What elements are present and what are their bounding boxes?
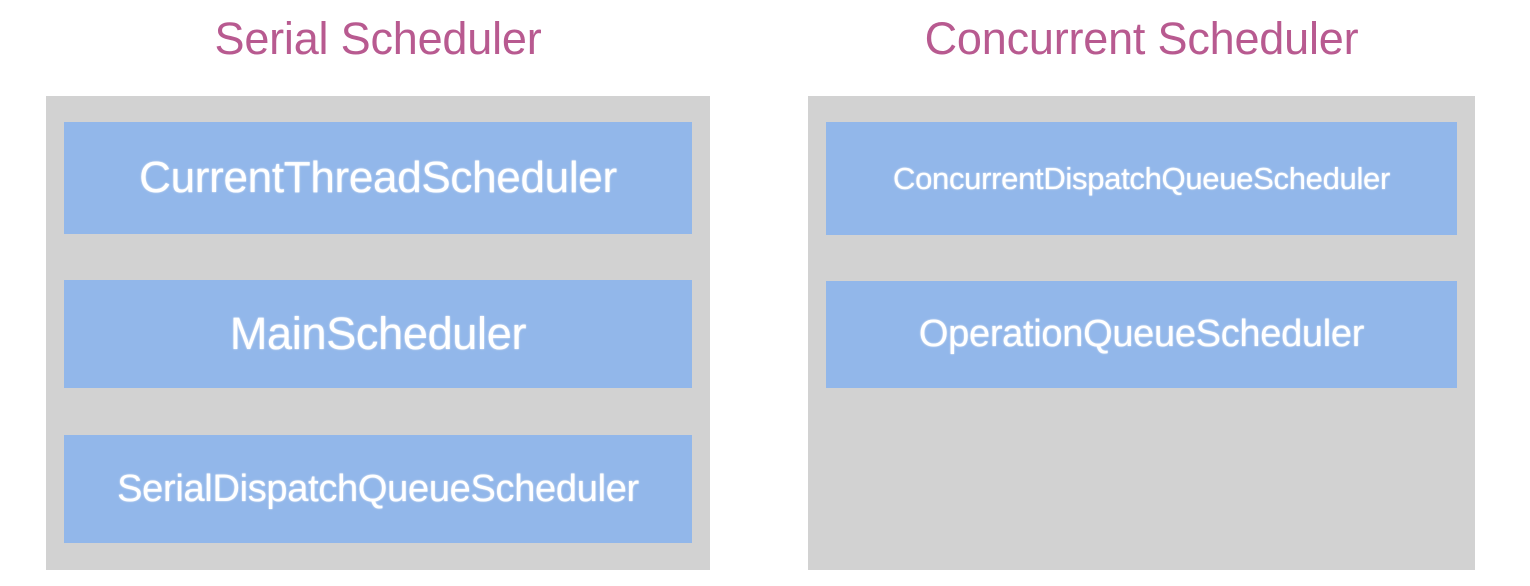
scheduler-label: OperationQueueScheduler [918,313,1365,355]
panel-concurrent-scheduler: ConcurrentDispatchQueueScheduler Operati… [808,96,1475,570]
scheduler-chip-concurrent-dispatch-queue: ConcurrentDispatchQueueScheduler [826,122,1457,235]
panel-title-concurrent: Concurrent Scheduler [924,13,1359,64]
scheduler-chip-main: MainScheduler [64,280,692,388]
scheduler-label: MainScheduler [229,308,527,359]
panel-serial-scheduler: CurrentThreadScheduler MainScheduler Ser… [46,96,710,570]
scheduler-chip-serial-dispatch-queue: SerialDispatchQueueScheduler [64,435,692,543]
scheduler-chip-operation-queue: OperationQueueScheduler [826,281,1457,388]
scheduler-label: ConcurrentDispatchQueueScheduler [892,160,1391,196]
panel-title-serial: Serial Scheduler [214,13,542,64]
scheduler-label: SerialDispatchQueueScheduler [117,467,639,510]
scheduler-label: CurrentThreadScheduler [139,153,617,202]
scheduler-chip-current-thread: CurrentThreadScheduler [64,122,692,234]
